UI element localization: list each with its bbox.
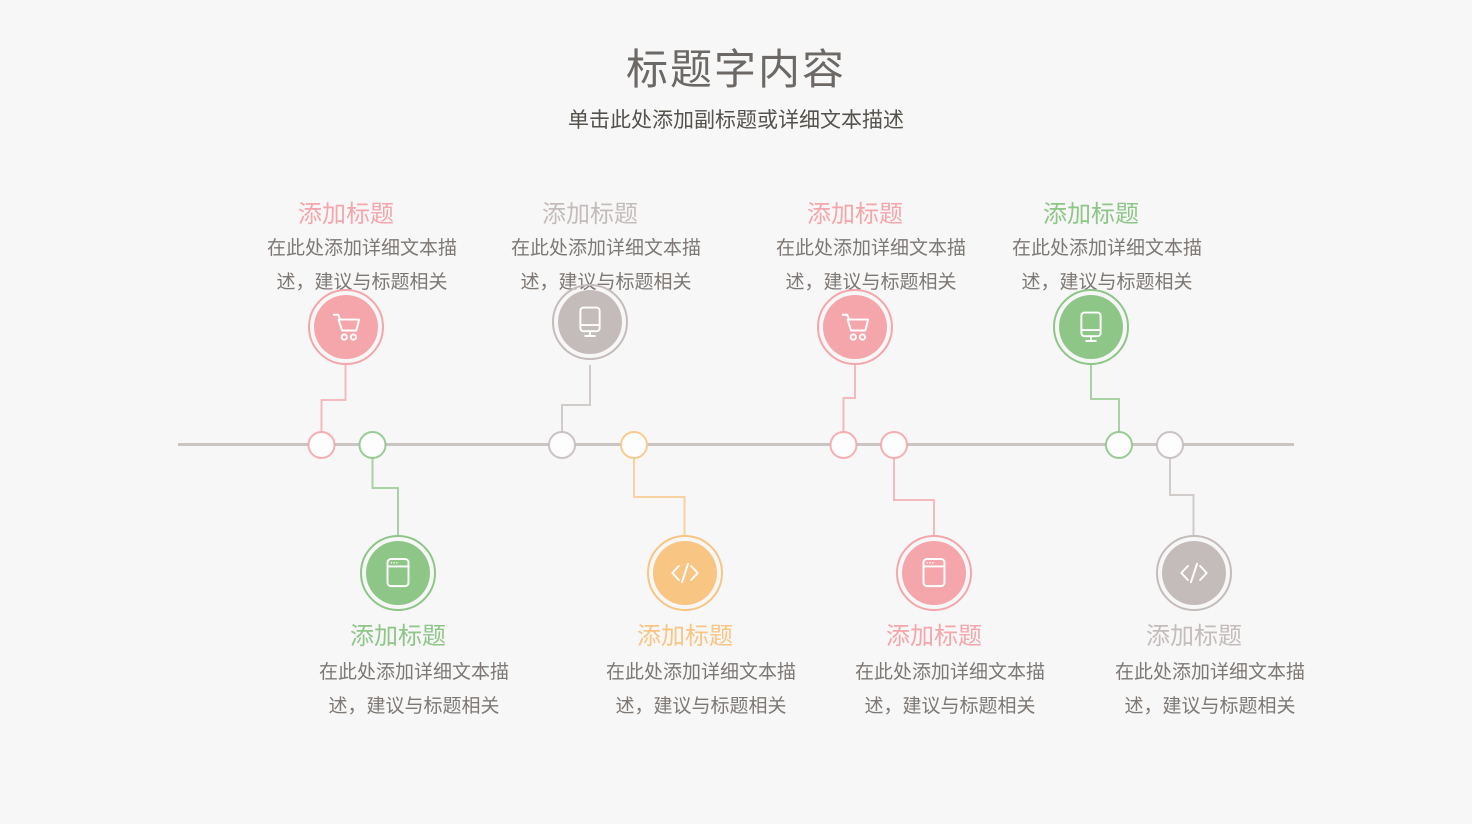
item-7-icon-ring <box>896 535 972 611</box>
timeline-node-item-5 <box>358 431 387 459</box>
desc-line: 在此处添加详细文本描 <box>854 662 1045 683</box>
monitor-icon <box>579 306 601 337</box>
item-6-icon-ring <box>647 535 723 611</box>
timeline-node-item-4 <box>1105 431 1133 459</box>
connector-item-8 <box>1169 457 1195 535</box>
item-3-description: 在此处添加详细文本描 述，建议与标题相关 <box>751 232 991 300</box>
item-2-text: 添加标题 在此处添加详细文本描 述，建议与标题相关 <box>470 200 710 300</box>
item-8-icon-ring <box>1156 535 1232 611</box>
item-3-icon-ring <box>817 289 893 365</box>
monitor-icon <box>1080 311 1102 342</box>
item-1-description: 在此处添加详细文本描 述，建议与标题相关 <box>242 232 482 300</box>
connector-item-7 <box>893 457 935 535</box>
item-7-description: 在此处添加详细文本描 述，建议与标题相关 <box>830 656 1070 724</box>
item-3-text: 添加标题 在此处添加详细文本描 述，建议与标题相关 <box>735 200 975 300</box>
desc-line: 述，建议与标题相关 <box>864 696 1036 717</box>
item-4-icon-circle <box>1059 295 1123 359</box>
desc-line: 述，建议与标题相关 <box>615 696 787 717</box>
connector-item-2 <box>561 365 591 433</box>
item-8-title: 添加标题 <box>1146 623 1242 650</box>
code-icon <box>671 562 699 584</box>
item-2-description: 在此处添加详细文本描 述，建议与标题相关 <box>486 232 726 300</box>
item-2-icon-circle <box>558 290 622 354</box>
item-6-text: 添加标题 在此处添加详细文本描 述，建议与标题相关 <box>565 622 805 724</box>
page-title: 标题字内容 <box>625 46 846 93</box>
desc-line: 述，建议与标题相关 <box>1021 272 1193 293</box>
item-8-text: 添加标题 在此处添加详细文本描 述，建议与标题相关 <box>1074 622 1314 724</box>
desc-line: 在此处添加详细文本描 <box>266 238 457 259</box>
desc-line: 在此处添加详细文本描 <box>775 238 966 259</box>
item-4-title: 添加标题 <box>1043 201 1139 228</box>
timeline-node-item-3 <box>829 431 858 459</box>
item-6-description: 在此处添加详细文本描 述，建议与标题相关 <box>581 656 821 724</box>
item-2-icon-ring <box>552 284 628 360</box>
connector-item-4 <box>1090 365 1120 433</box>
connector-item-5 <box>371 457 399 535</box>
item-3-icon-circle <box>823 295 887 359</box>
desc-line: 在此处添加详细文本描 <box>510 238 701 259</box>
item-7-title: 添加标题 <box>886 623 982 650</box>
item-4-icon-ring <box>1053 289 1129 365</box>
desc-line: 述，建议与标题相关 <box>328 696 500 717</box>
timeline-node-item-1 <box>307 431 336 459</box>
desc-line: 述，建议与标题相关 <box>520 272 692 293</box>
item-4-description: 在此处添加详细文本描 述，建议与标题相关 <box>987 232 1227 300</box>
item-5-text: 添加标题 在此处添加详细文本描 述，建议与标题相关 <box>278 622 518 724</box>
desc-line: 在此处添加详细文本描 <box>318 662 509 683</box>
desc-line: 述，建议与标题相关 <box>276 272 448 293</box>
item-3-title: 添加标题 <box>807 201 903 228</box>
page-subtitle: 单击此处添加副标题或详细文本描述 <box>568 109 904 132</box>
item-1-icon-ring <box>308 289 384 365</box>
browser-window-icon <box>922 558 946 588</box>
item-6-title: 添加标题 <box>637 623 733 650</box>
item-6-icon-circle <box>653 541 717 605</box>
timeline-node-item-6 <box>620 431 648 459</box>
connector-item-6 <box>633 457 686 535</box>
item-1-icon-circle <box>314 295 378 359</box>
timeline-node-item-7 <box>880 431 908 459</box>
item-7-icon-circle <box>902 541 966 605</box>
item-5-icon-ring <box>360 535 436 611</box>
timeline-node-item-2 <box>548 431 576 459</box>
desc-line: 述，建议与标题相关 <box>1124 696 1296 717</box>
code-icon <box>1180 562 1208 584</box>
item-8-icon-circle <box>1162 541 1226 605</box>
desc-line: 在此处添加详细文本描 <box>605 662 796 683</box>
item-5-description: 在此处添加详细文本描 述，建议与标题相关 <box>294 656 534 724</box>
desc-line: 在此处添加详细文本描 <box>1011 238 1202 259</box>
shopping-cart-icon <box>332 313 361 341</box>
desc-line: 在此处添加详细文本描 <box>1114 662 1305 683</box>
item-2-title: 添加标题 <box>542 201 638 228</box>
desc-line: 述，建议与标题相关 <box>785 272 957 293</box>
connector-item-3 <box>842 365 856 433</box>
item-7-text: 添加标题 在此处添加详细文本描 述，建议与标题相关 <box>814 622 1054 724</box>
item-1-title: 添加标题 <box>298 201 394 228</box>
item-1-text: 添加标题 在此处添加详细文本描 述，建议与标题相关 <box>226 200 466 300</box>
item-5-title: 添加标题 <box>350 623 446 650</box>
item-5-icon-circle <box>366 541 430 605</box>
browser-window-icon <box>386 558 410 588</box>
shopping-cart-icon <box>841 313 870 341</box>
connector-item-1 <box>320 365 347 433</box>
timeline-node-item-8 <box>1156 431 1184 459</box>
item-4-text: 添加标题 在此处添加详细文本描 述，建议与标题相关 <box>971 200 1211 300</box>
item-8-description: 在此处添加详细文本描 述，建议与标题相关 <box>1090 656 1330 724</box>
